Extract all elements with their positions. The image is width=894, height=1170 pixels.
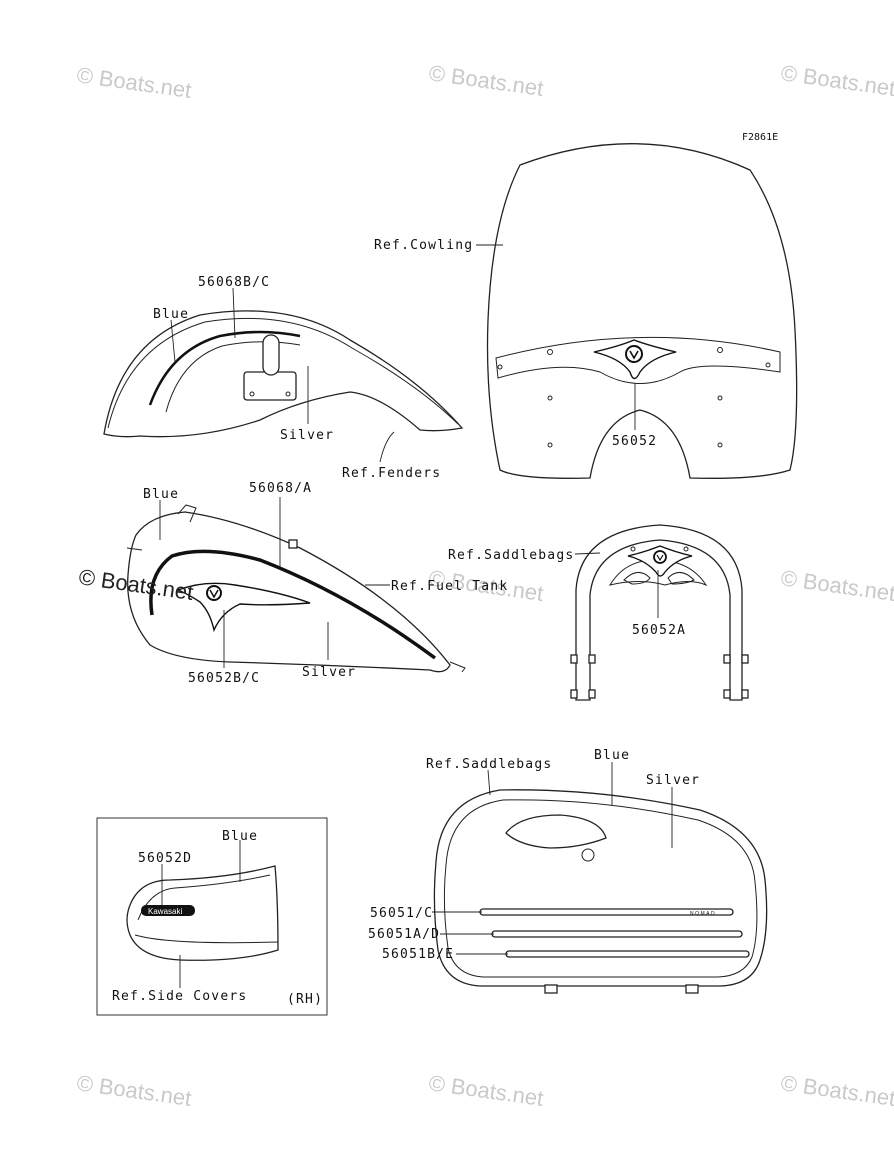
side-cover-drawing: Kawasaki — [126, 865, 279, 961]
label-56051-c: 56051/C — [370, 906, 433, 921]
diagram-id: F2861E — [742, 132, 778, 143]
cowling-emblem — [593, 339, 677, 380]
label-56052: 56052 — [612, 434, 657, 449]
label-ref-saddlebags: Ref.Saddlebags — [426, 757, 552, 772]
fender-drawing — [103, 310, 464, 438]
saddlebag-drawing: NOMAD — [433, 789, 768, 994]
tank-emblem — [176, 582, 311, 633]
label-ref-cowling: Ref.Cowling — [374, 238, 473, 253]
label-56052d: 56052D — [138, 851, 192, 866]
watermark: © Boats.net — [779, 1070, 894, 1111]
label-saddlebag-silver: Silver — [646, 773, 700, 788]
label-56052a: 56052A — [632, 623, 686, 638]
kawasaki-logo: Kawasaki — [148, 907, 182, 916]
label-saddlebag-blue: Blue — [594, 748, 630, 763]
label-ref-fenders: Ref.Fenders — [342, 466, 441, 481]
watermark: © Boats.net — [779, 565, 894, 606]
label-ref-saddlebags-backrest: Ref.Saddlebags — [448, 548, 574, 563]
label-56051a-d: 56051A/D — [368, 927, 440, 942]
label-fender-silver: Silver — [280, 428, 334, 443]
watermark: © Boats.net — [779, 60, 894, 101]
backrest-drawing — [570, 524, 749, 701]
label-56068b-c: 56068B/C — [198, 275, 270, 290]
fuel-tank-drawing — [126, 504, 466, 673]
label-rh: (RH) — [287, 992, 323, 1007]
watermark: © Boats.net — [427, 60, 545, 101]
windshield-drawing — [486, 143, 798, 479]
label-cover-blue: Blue — [222, 829, 258, 844]
watermark: © Boats.net — [75, 1070, 193, 1111]
label-56051b-e: 56051B/E — [382, 947, 454, 962]
label-fender-blue: Blue — [153, 307, 189, 322]
nomad-logo: NOMAD — [690, 911, 716, 917]
label-ref-side-covers: Ref.Side Covers — [112, 989, 247, 1004]
label-ref-fuel-tank: Ref.Fuel Tank — [391, 579, 508, 594]
watermark: © Boats.net — [427, 1070, 545, 1111]
label-tank-silver: Silver — [302, 665, 356, 680]
label-56068-a: 56068/A — [249, 481, 312, 496]
label-56052b-c: 56052B/C — [188, 671, 260, 686]
watermark: © Boats.net — [75, 62, 193, 103]
label-tank-blue: Blue — [143, 487, 179, 502]
side-cover-box — [96, 817, 328, 1016]
